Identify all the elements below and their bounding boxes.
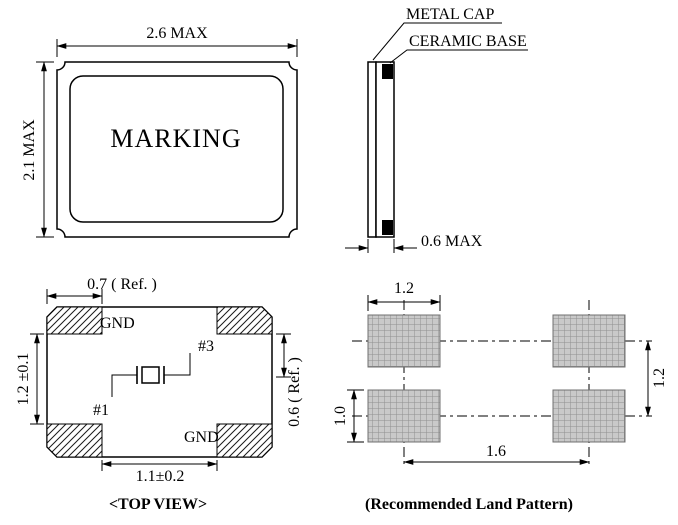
dim-thickness-label: 0.6 MAX — [421, 233, 483, 250]
top-view-caption: <TOP VIEW> — [109, 496, 207, 513]
metal-cap-body — [367, 61, 377, 238]
dim-pad-span-label: 1.1±0.2 — [136, 468, 185, 485]
marking-label: MARKING — [110, 124, 241, 153]
land-pattern-view: 1.2 1.0 1.2 1.6 (Recommended Land Patter… — [332, 280, 668, 513]
land-pad-top-right — [552, 314, 626, 368]
metal-cap-callout: METAL CAP — [372, 6, 502, 61]
dim-package-width-label: 2.6 MAX — [146, 25, 208, 42]
extension-lines — [367, 239, 395, 253]
pin3-label: #3 — [198, 338, 214, 355]
dim-pad-span: 1.1±0.2 — [101, 460, 218, 485]
dim-side-ref: 0.6 ( Ref. ) — [276, 333, 303, 427]
dim-land-width-label: 1.2 — [394, 280, 414, 297]
ceramic-base-leader-line — [389, 49, 528, 64]
ceramic-base-label: CERAMIC BASE — [409, 33, 527, 50]
pad-top-left — [46, 306, 103, 335]
package-inner-border — [69, 75, 284, 223]
dim-thickness: 0.6 MAX — [345, 233, 483, 253]
dim-land-width: 1.2 — [367, 280, 441, 311]
pad-bottom-right — [216, 423, 273, 458]
dim-pad-width-ref-label: 0.7 ( Ref. ) — [87, 276, 157, 293]
pad-bottom-left — [46, 423, 103, 458]
package-outline — [56, 61, 298, 238]
pad-top-right — [216, 306, 273, 335]
dim-package-height-label: 2.1 MAX — [21, 119, 38, 181]
pin1-label: #1 — [93, 402, 109, 419]
dim-land-height: 1.0 — [332, 389, 364, 443]
land-pad-bottom-right — [552, 389, 626, 443]
side-view: METAL CAP CERAMIC BASE 0.6 MAX — [345, 6, 528, 253]
dim-side-ref-label: 0.6 ( Ref. ) — [286, 357, 303, 427]
dim-land-horizontal-pitch: 1.6 — [403, 443, 590, 465]
gnd-bottom-label: GND — [184, 429, 219, 446]
dim-land-height-label: 1.0 — [332, 406, 349, 426]
ceramic-base-callout: CERAMIC BASE — [389, 33, 528, 64]
dim-package-width: 2.6 MAX — [56, 25, 298, 57]
dim-package-height: 2.1 MAX — [21, 61, 54, 238]
land-pad-top-left — [367, 314, 441, 368]
crystal-leads — [111, 353, 191, 397]
package-top-view: MARKING 2.6 MAX 2.1 MAX — [21, 25, 298, 238]
dim-pad-gap: 1.2 ±0.1 — [15, 333, 44, 425]
crystal-body — [141, 366, 160, 384]
ceramic-base-body — [375, 61, 395, 238]
dim-land-horizontal-pitch-label: 1.6 — [486, 443, 506, 460]
pad-top-view: GND #3 #1 GND 0.7 ( Ref. ) 1.2 ±0.1 0.6 … — [15, 276, 303, 513]
dim-land-vertical-pitch-label: 1.2 — [651, 368, 668, 388]
land-pad-bottom-left — [367, 389, 441, 443]
extension-lines — [36, 61, 54, 238]
gnd-top-label: GND — [100, 315, 135, 332]
metal-cap-label: METAL CAP — [406, 6, 494, 23]
dim-land-vertical-pitch: 1.2 — [645, 340, 668, 417]
electrode-top — [382, 64, 393, 79]
dim-pad-width-ref: 0.7 ( Ref. ) — [46, 276, 157, 304]
crystal-symbol — [111, 353, 191, 397]
dim-pad-gap-label: 1.2 ±0.1 — [15, 353, 32, 406]
land-pattern-caption: (Recommended Land Pattern) — [365, 496, 573, 513]
crystal-plates — [136, 366, 165, 384]
electrode-bottom — [382, 220, 393, 235]
metal-cap-leader-line — [372, 22, 502, 61]
